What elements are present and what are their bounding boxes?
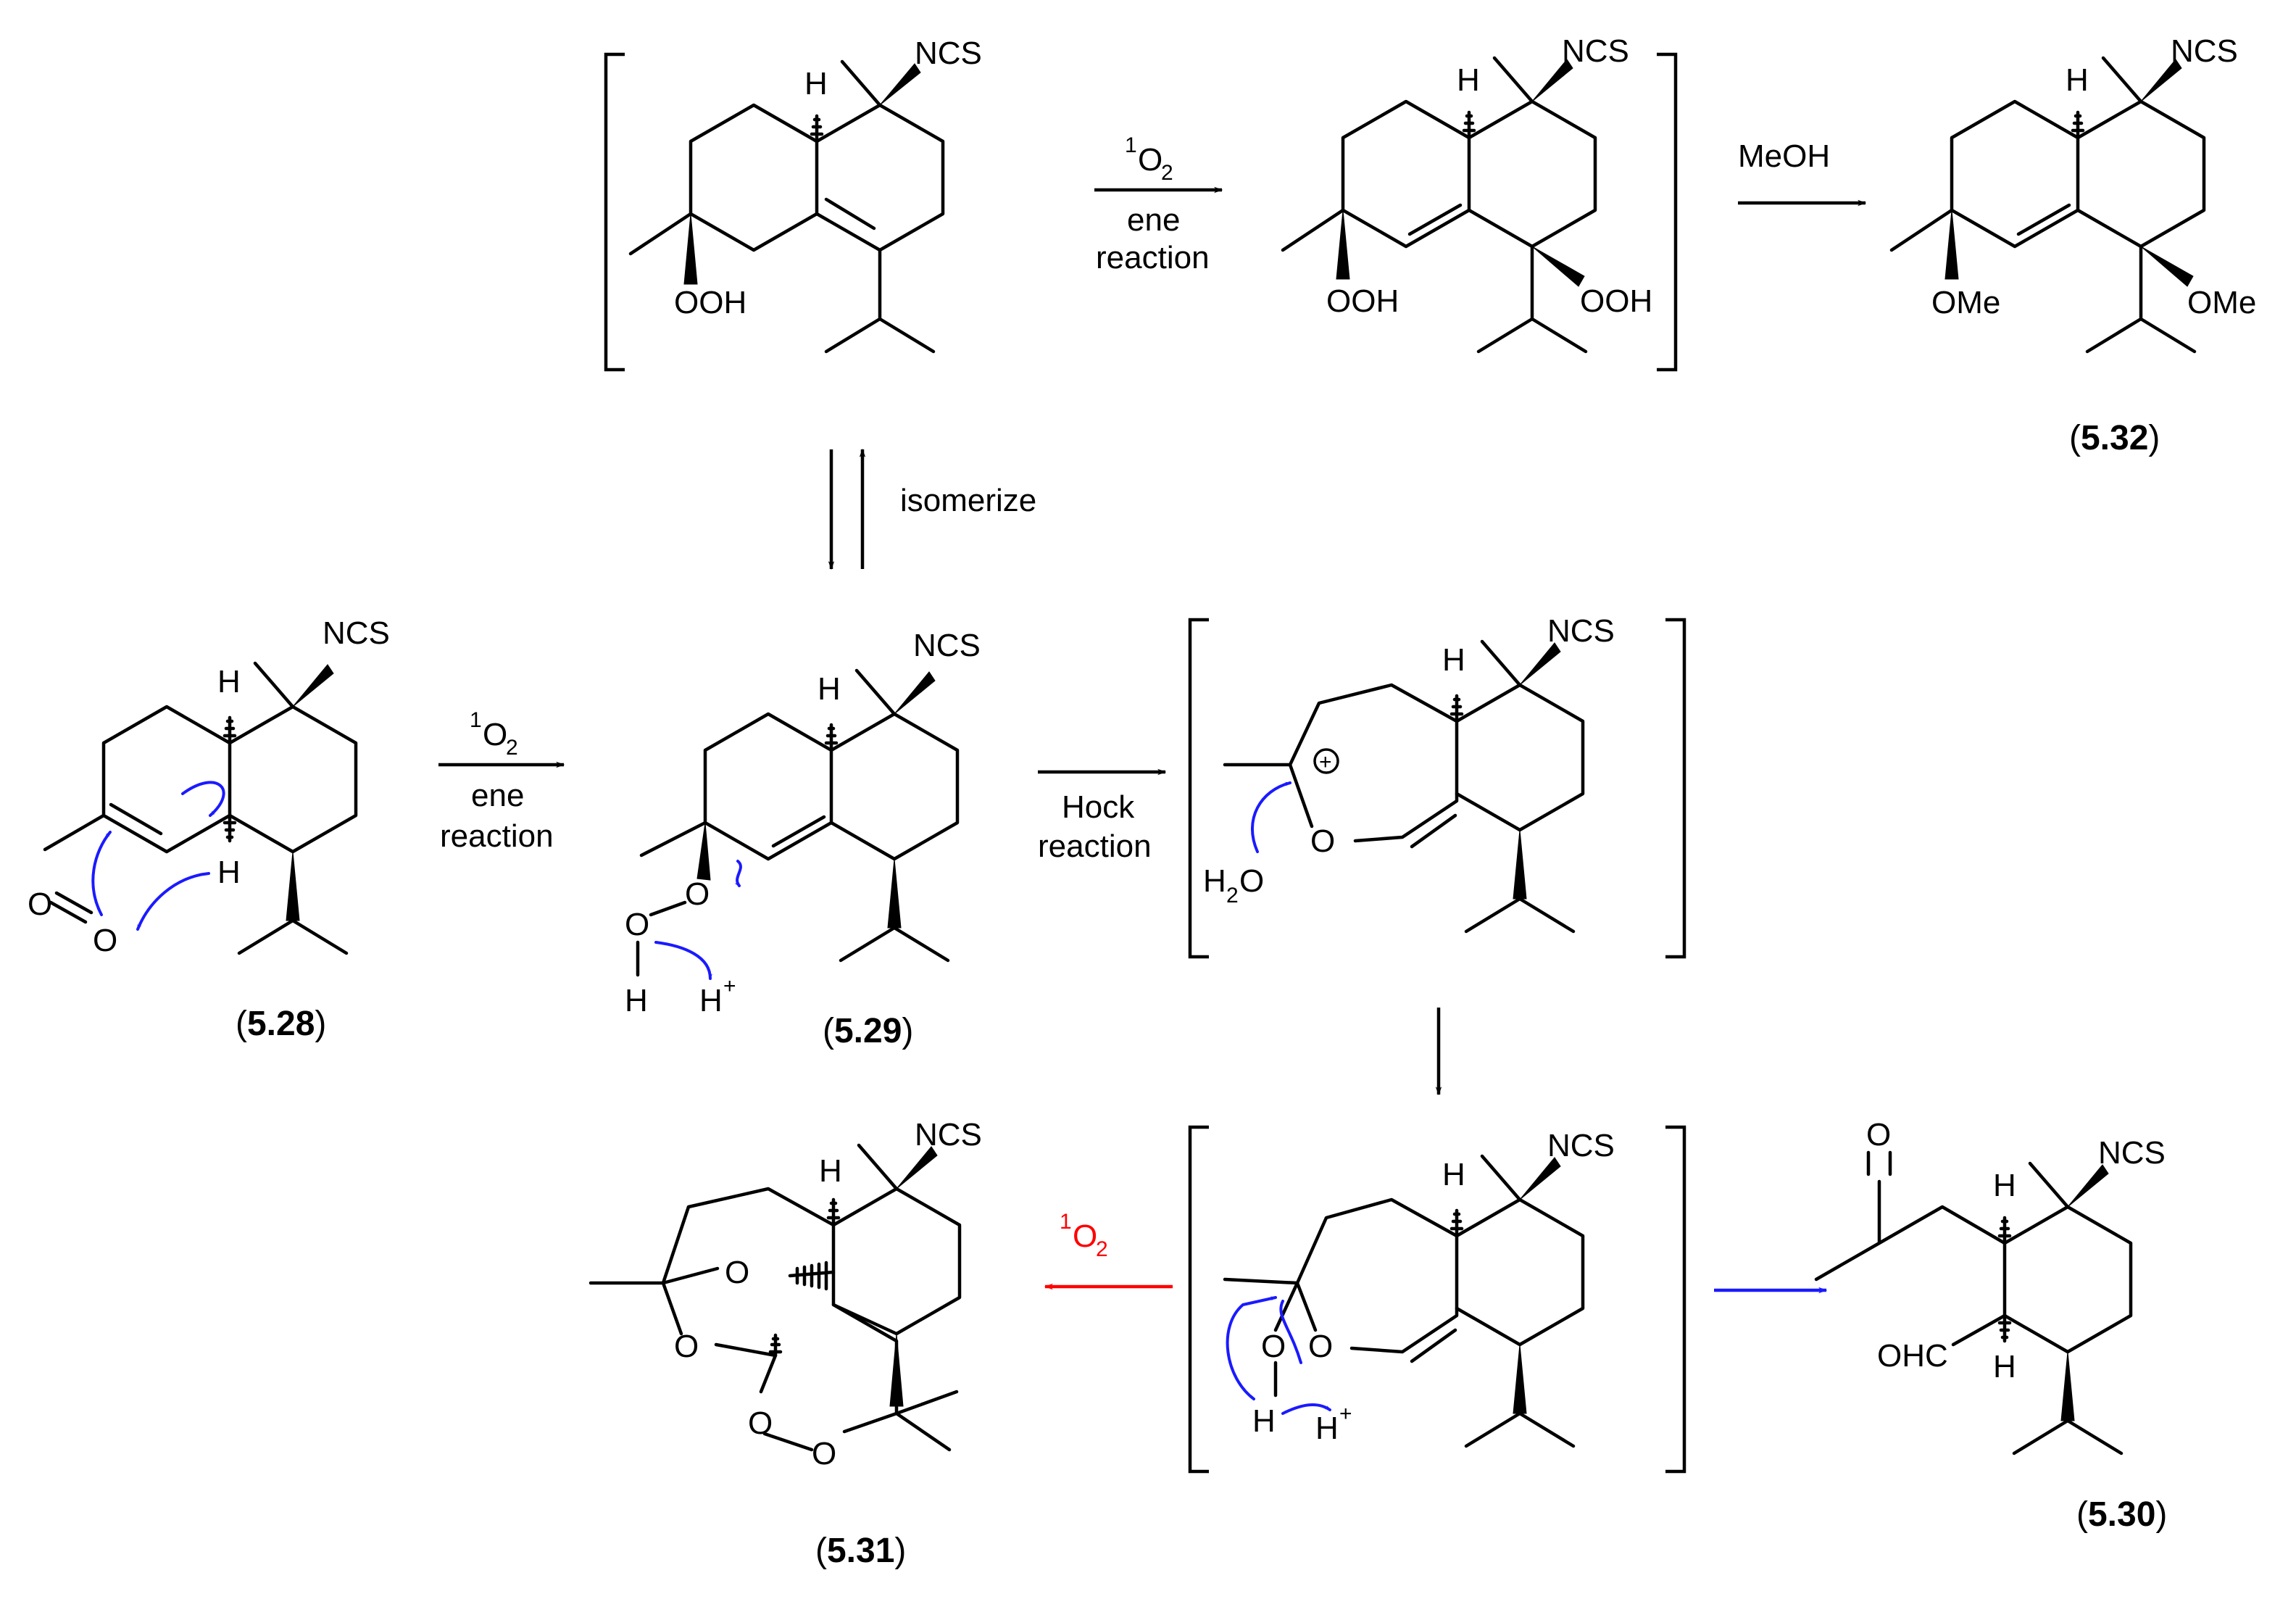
o-label: O <box>685 876 710 912</box>
h-label: H <box>1442 1157 1465 1192</box>
molecule-oxocarbenium: + O H 2 O H NCS <box>1203 613 1615 934</box>
ncs-label: NCS <box>323 615 390 651</box>
h-label-3: H <box>625 983 648 1018</box>
compound-5-29-label: (5.29) <box>823 1012 913 1050</box>
molecule-5-29: H NCS O O H H + <box>625 628 981 1018</box>
ncs-label: NCS <box>915 36 982 71</box>
bracket-right <box>1657 52 1678 372</box>
ohc-label: OHC <box>1877 1338 1948 1374</box>
h-label: H <box>1457 62 1480 98</box>
isomerize-label: isomerize <box>900 483 1036 518</box>
h2o-2: 2 <box>1226 884 1239 908</box>
h2o-o: O <box>1239 863 1264 899</box>
ncs-label: NCS <box>1562 33 1629 69</box>
molecule-5-30: O OHC H H NCS <box>1814 1117 2166 1456</box>
ooh-label: OOH <box>1326 283 1399 319</box>
ooh-label-2: OOH <box>1580 283 1652 319</box>
molecule-5-28: H NCS H O O <box>28 615 390 958</box>
bracket-right <box>1665 618 1686 959</box>
molecule-5-31: O O O O H NCS <box>588 1117 982 1471</box>
top-reaction-label: reaction <box>1096 240 1210 275</box>
top-o2-super: 1 <box>1125 133 1137 157</box>
hplus-plus: + <box>723 974 736 998</box>
ome-label: OMe <box>1931 285 2000 320</box>
top-o2-sub: 2 <box>1161 161 1173 185</box>
h-label: H <box>1993 1168 2016 1203</box>
ncs-label: NCS <box>2171 33 2238 69</box>
o-label-2: O <box>93 923 117 958</box>
bracket-left <box>1188 618 1209 959</box>
red-o2-super: 1 <box>1060 1210 1072 1234</box>
bracket-left <box>604 52 625 372</box>
cation-charge: + <box>1319 750 1332 774</box>
o-label-2: O <box>625 907 649 942</box>
mid-o2-sub: 2 <box>506 736 518 760</box>
h2o-h: H <box>1203 863 1226 899</box>
h-label: H <box>1442 642 1465 678</box>
top-o2-o: O <box>1138 142 1162 178</box>
red-o2-o: O <box>1073 1218 1097 1254</box>
ncs-label: NCS <box>1547 613 1615 649</box>
molecule-hemiketal: O O H H + H NCS <box>1223 1128 1615 1448</box>
meoh-label: MeOH <box>1738 138 1830 174</box>
o-label: O <box>725 1255 749 1290</box>
compound-5-30-label: (5.30) <box>2076 1495 2167 1534</box>
hplus-h: H <box>1315 1411 1339 1446</box>
ncs-label: NCS <box>2098 1135 2166 1171</box>
h-label: H <box>804 66 828 101</box>
o-label-2: O <box>674 1329 699 1364</box>
red-o2-sub: 2 <box>1096 1237 1108 1261</box>
mid-reaction-label: reaction <box>440 818 554 854</box>
hock-label: Hock <box>1062 789 1135 825</box>
bracket-right <box>1665 1125 1686 1474</box>
h-label: H <box>2066 62 2089 98</box>
top-ene-label: ene <box>1127 202 1180 238</box>
o-label-4: O <box>812 1436 836 1471</box>
hplus-plus: + <box>1339 1402 1352 1426</box>
h-label-2: H <box>1252 1403 1276 1439</box>
mid-o2-super: 1 <box>470 708 482 732</box>
hplus-h: H <box>699 983 723 1018</box>
ncs-label: NCS <box>915 1117 982 1153</box>
h-label: H <box>819 1153 842 1189</box>
compound-5-28-label: (5.28) <box>236 1005 326 1043</box>
ncs-label: NCS <box>913 628 981 663</box>
compound-5-31-label: (5.31) <box>815 1532 906 1570</box>
mid-ene-label: ene <box>471 778 524 813</box>
h-label-2: H <box>217 855 241 890</box>
compound-5-32-label: (5.32) <box>2069 419 2160 457</box>
ooh-label: OOH <box>674 285 746 320</box>
hock-reaction-label: reaction <box>1038 829 1152 864</box>
o-label: O <box>1310 823 1335 859</box>
ncs-label: NCS <box>1547 1128 1615 1163</box>
o-label: O <box>1866 1117 1891 1153</box>
bracket-left <box>1188 1125 1209 1474</box>
o-label-3: O <box>748 1405 773 1441</box>
molecule-top-intermediate-1: H NCS OOH <box>628 36 982 354</box>
ome-label-2: OMe <box>2187 285 2256 320</box>
h-label-2: H <box>1993 1349 2016 1384</box>
o-label: O <box>28 886 52 922</box>
o-label: O <box>1261 1329 1286 1364</box>
molecule-top-intermediate-2: H NCS OOH OOH <box>1281 33 1652 354</box>
molecule-5-32: H NCS OMe OMe <box>1889 33 2256 354</box>
mid-o2-o: O <box>483 717 507 752</box>
h-label: H <box>217 664 241 699</box>
o-label-2: O <box>1308 1329 1333 1364</box>
h-label: H <box>818 671 841 707</box>
